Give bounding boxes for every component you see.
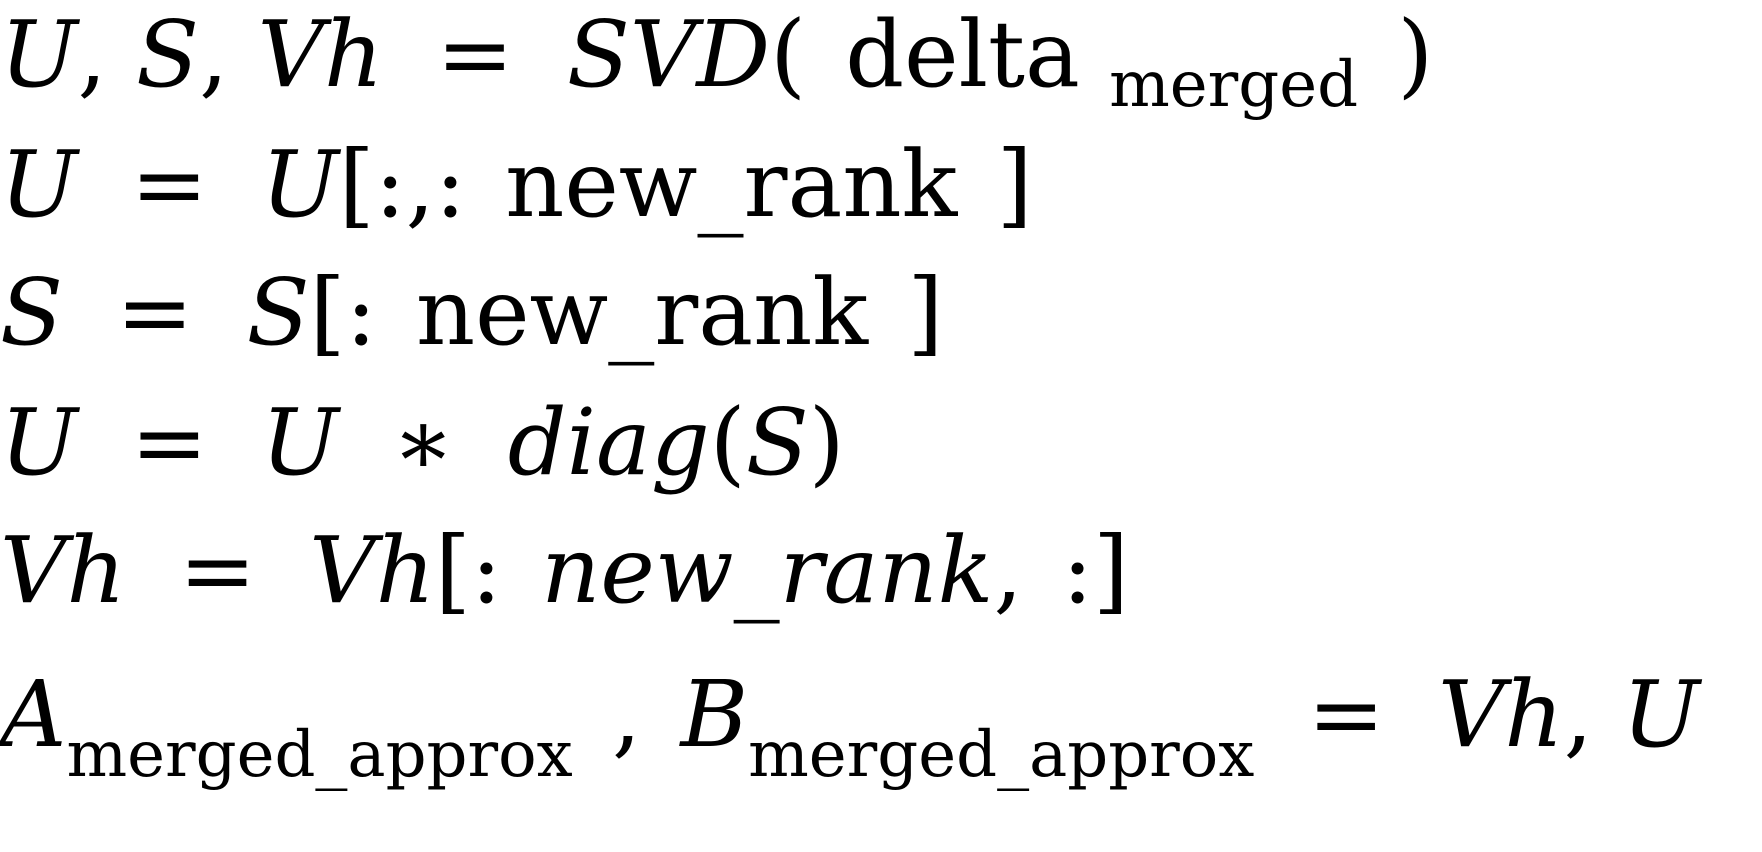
new-rank-text: new_rank — [415, 259, 869, 366]
left-paren: ( — [770, 1, 807, 108]
right-paren: ) — [1397, 1, 1434, 108]
delta-text: delta — [845, 1, 1080, 108]
vh-slice-line: Vh = Vh[: new_rank, :] — [0, 516, 1129, 626]
slice-colons: :,: — [374, 131, 466, 238]
left-bracket: [ — [309, 259, 346, 366]
u-scale-line: U = U ∗ diag(S) — [0, 388, 845, 498]
equals-sign: = — [178, 517, 257, 624]
comma: , — [1563, 661, 1593, 768]
left-bracket: [ — [435, 517, 471, 624]
left-paren: ( — [709, 389, 746, 496]
symbol-vh: Vh — [1437, 661, 1564, 768]
u-slice-line: U = U[:,: new_rank ] — [0, 130, 1033, 240]
approx-assignment-line: Amerged_approx , Bmerged_approx = Vh, U — [0, 660, 1700, 792]
symbol-b: B — [680, 661, 749, 768]
svd-equation-line: U, S, Vh = SVD( delta merged ) — [0, 0, 1434, 122]
equals-sign: = — [1307, 661, 1385, 768]
symbol-a: A — [0, 661, 67, 768]
merged-approx-subscript: merged_approx — [748, 718, 1255, 792]
equals-sign: = — [130, 131, 208, 238]
symbol-u: U — [261, 131, 339, 238]
equals-sign: = — [436, 1, 514, 108]
right-bracket: ] — [996, 131, 1033, 238]
symbol-s: S — [0, 259, 64, 366]
comma: , — [993, 517, 1023, 624]
equals-sign: = — [130, 389, 208, 496]
new-rank-text: new_rank — [505, 131, 958, 238]
merged-subscript: merged — [1109, 48, 1359, 122]
diag-function: diag — [507, 389, 710, 496]
new-rank-italic: new_rank — [541, 517, 994, 624]
symbol-vh: Vh — [257, 1, 384, 108]
symbol-u: U — [0, 131, 78, 238]
merged-approx-subscript: merged_approx — [66, 718, 573, 792]
comma: , — [77, 1, 107, 108]
left-bracket: [ — [338, 131, 375, 238]
comma: , — [611, 661, 642, 768]
equals-sign: = — [116, 259, 194, 366]
slice-colon: : — [345, 259, 377, 366]
symbol-u: U — [1622, 661, 1700, 768]
svd-function: SVD — [566, 1, 771, 108]
s-slice-line: S = S[: new_rank ] — [0, 258, 943, 368]
slice-colon: : — [470, 517, 502, 624]
symbol-u: U — [0, 389, 78, 496]
symbol-s: S — [246, 259, 310, 366]
right-paren: ) — [808, 389, 845, 496]
right-bracket: ] — [907, 259, 944, 366]
symbol-vh: Vh — [0, 517, 126, 624]
star-operator: ∗ — [391, 389, 455, 496]
symbol-s: S — [136, 1, 200, 108]
symbol-u: U — [0, 1, 78, 108]
symbol-u: U — [261, 389, 339, 496]
symbol-s: S — [745, 389, 809, 496]
slice-colon: : — [1061, 517, 1093, 624]
right-bracket: ] — [1092, 517, 1129, 624]
symbol-vh: Vh — [309, 517, 435, 624]
comma: , — [199, 1, 229, 108]
